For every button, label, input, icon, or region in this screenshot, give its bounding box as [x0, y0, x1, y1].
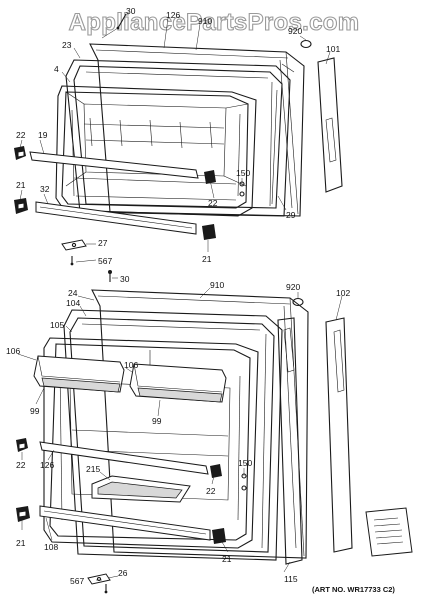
freezer-plug-920	[300, 39, 312, 49]
fresh-food-door-bin-99-left	[33, 355, 125, 393]
fresh-food-screw-30	[108, 270, 112, 282]
callout-106-center: 106	[124, 360, 138, 370]
callout-22-bottom-right: 22	[206, 486, 216, 496]
fresh-food-leader-lines	[17, 277, 343, 581]
callout-567-bottom: 567	[70, 576, 84, 586]
callout-22-top-right: 22	[208, 198, 218, 208]
fresh-food-door-assembly	[16, 270, 413, 594]
freezer-shelf-end-cap-22-left	[14, 146, 26, 160]
callout-99-left: 99	[30, 406, 40, 416]
fresh-food-end-cap-22-left	[16, 438, 28, 452]
callout-115: 115	[284, 574, 298, 584]
callout-102: 102	[336, 288, 350, 298]
fresh-food-outer-door-910	[91, 289, 309, 559]
callout-105: 105	[50, 320, 64, 330]
callout-32: 32	[40, 184, 50, 194]
callout-24: 24	[68, 288, 78, 298]
freezer-shelf-bar-32	[35, 201, 197, 235]
callout-29: 29	[286, 210, 296, 220]
fresh-food-end-cap-22-right	[210, 464, 222, 478]
callout-21-bottom-right: 21	[222, 554, 232, 564]
freezer-screw-567	[70, 256, 74, 266]
callout-150-top: 150	[236, 168, 250, 178]
callout-22-bottom-left: 22	[16, 460, 26, 470]
callout-126-top: 126	[166, 10, 180, 20]
callout-21-top-right: 21	[202, 254, 212, 264]
callout-99-right: 99	[152, 416, 162, 426]
callout-labels: 30 126 910 920 101 23 4 22 19 21 32 150 …	[6, 6, 395, 594]
freezer-door-liner	[55, 85, 257, 217]
fresh-food-shelf-bar-126	[39, 441, 209, 475]
callout-27: 27	[98, 238, 108, 248]
callout-23: 23	[62, 40, 72, 50]
freezer-shelf-end-cap-21-right	[202, 224, 216, 240]
fresh-food-bin-215	[91, 475, 191, 503]
callout-150-bottom: 150	[238, 458, 252, 468]
fresh-food-door-liner-104-105	[63, 309, 283, 561]
callout-22-top-left: 22	[16, 130, 26, 140]
callout-26: 26	[118, 568, 128, 578]
callout-910-top: 910	[198, 16, 212, 26]
fresh-food-gasket-115	[277, 317, 303, 565]
fresh-food-side-trim-102	[325, 317, 353, 553]
freezer-door-gasket-23	[65, 59, 291, 217]
callout-215: 215	[86, 464, 100, 474]
callout-21-bottom-left: 21	[16, 538, 26, 548]
callout-30-bottom: 30	[120, 274, 130, 284]
art-number-label: (ART NO. WR17733 C2)	[312, 585, 395, 594]
callout-101: 101	[326, 44, 340, 54]
callout-920-bottom: 920	[286, 282, 300, 292]
freezer-door-assembly	[14, 13, 343, 266]
callout-910-bottom: 910	[210, 280, 224, 290]
fresh-food-end-cap-21-left	[16, 506, 30, 522]
freezer-side-trim-101	[317, 57, 343, 193]
fresh-food-screw-567	[104, 584, 108, 594]
callout-21-top-left: 21	[16, 180, 26, 190]
callout-126-bottom: 126	[40, 460, 54, 470]
freezer-shelf-end-cap-21-left	[14, 198, 28, 214]
fresh-food-screw-150	[241, 473, 247, 491]
fresh-food-plug-920	[292, 297, 304, 307]
freezer-door-stop-27	[61, 239, 87, 251]
callout-108: 108	[44, 542, 58, 552]
callout-4: 4	[54, 64, 59, 74]
callout-567-top: 567	[98, 256, 112, 266]
freezer-shelf-end-cap-22-right	[204, 170, 216, 184]
callout-920-top: 920	[288, 26, 302, 36]
fresh-food-door-stop-26	[87, 573, 111, 585]
callout-104: 104	[66, 298, 80, 308]
callout-30-top: 30	[126, 6, 136, 16]
freezer-leader-lines	[19, 17, 331, 263]
callout-106-left: 106	[6, 346, 20, 356]
watermark-text: AppliancePartsPros.com	[69, 9, 360, 36]
instruction-card	[365, 507, 413, 557]
fresh-food-end-cap-21-right	[212, 528, 226, 544]
callout-19: 19	[38, 130, 48, 140]
freezer-shelf-bar-19	[29, 151, 199, 179]
fresh-food-shelf-bar-108	[39, 505, 211, 541]
fresh-food-door-bin-99-right	[129, 363, 227, 403]
